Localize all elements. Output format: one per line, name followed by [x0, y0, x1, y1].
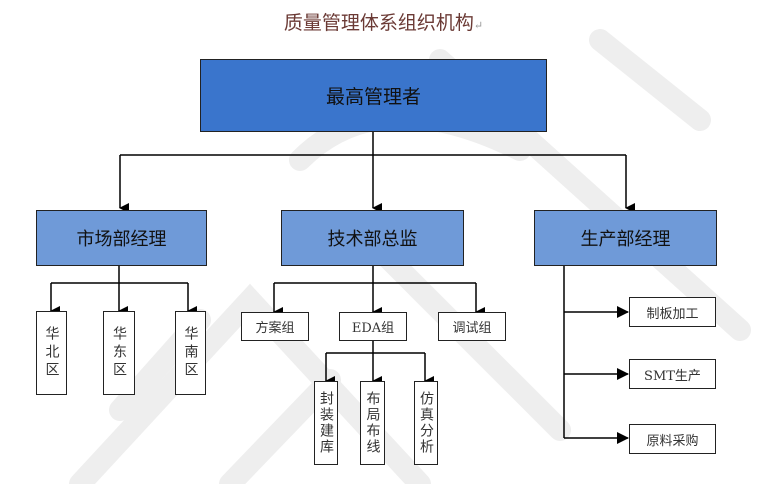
node-label: 封装建库	[318, 391, 334, 455]
node-label: 最高管理者	[325, 86, 421, 108]
connector-eda-bus	[326, 341, 425, 354]
node-eda-group[interactable]: EDA组	[339, 312, 407, 341]
node-label: 原料采购	[646, 433, 699, 449]
node-label: 华北区	[43, 326, 60, 380]
node-label: 华东区	[111, 326, 127, 380]
node-smt-production[interactable]: SMT生产	[629, 359, 716, 389]
node-huadong[interactable]: 华东区	[103, 311, 135, 395]
node-huanan[interactable]: 华南区	[175, 311, 206, 395]
node-fengzhuang-jianku[interactable]: 封装建库	[314, 381, 338, 465]
node-label: 布局布线	[364, 391, 381, 455]
node-label: EDA组	[351, 321, 395, 336]
connector-market-bus	[51, 265, 188, 284]
node-label: 市场部经理	[76, 229, 167, 250]
node-label: 技术部总监	[327, 229, 418, 250]
node-label: 调试组	[452, 321, 492, 336]
node-fangan-group[interactable]: 方案组	[241, 312, 309, 341]
node-tiaoshi-group[interactable]: 调试组	[438, 312, 506, 341]
connector-root-bus	[120, 132, 626, 156]
node-label: 华南区	[182, 326, 199, 380]
node-market-manager[interactable]: 市场部经理	[36, 210, 207, 266]
node-buju-buxian[interactable]: 布局布线	[360, 381, 385, 465]
diagram-title: 质量管理体系组织机构↵	[0, 8, 767, 35]
return-mark-icon: ↵	[473, 19, 484, 32]
node-huabei[interactable]: 华北区	[36, 311, 67, 395]
node-production-manager[interactable]: 生产部经理	[534, 210, 717, 266]
node-label: 制板加工	[646, 306, 699, 322]
node-label: 仿真分析	[418, 391, 434, 455]
node-zhiban-jiagong[interactable]: 制板加工	[629, 297, 716, 327]
node-yuanliao-caigou[interactable]: 原料采购	[629, 424, 716, 454]
title-text: 质量管理体系组织机构	[283, 12, 474, 34]
node-label: 方案组	[255, 321, 295, 336]
node-tech-director[interactable]: 技术部总监	[281, 210, 464, 266]
node-fangzhen-fenxi[interactable]: 仿真分析	[414, 381, 438, 465]
connector-tech-bus	[274, 265, 476, 284]
node-label: SMT生产	[644, 368, 701, 384]
node-label: 生产部经理	[580, 229, 671, 250]
node-top-manager[interactable]: 最高管理者	[200, 59, 547, 132]
